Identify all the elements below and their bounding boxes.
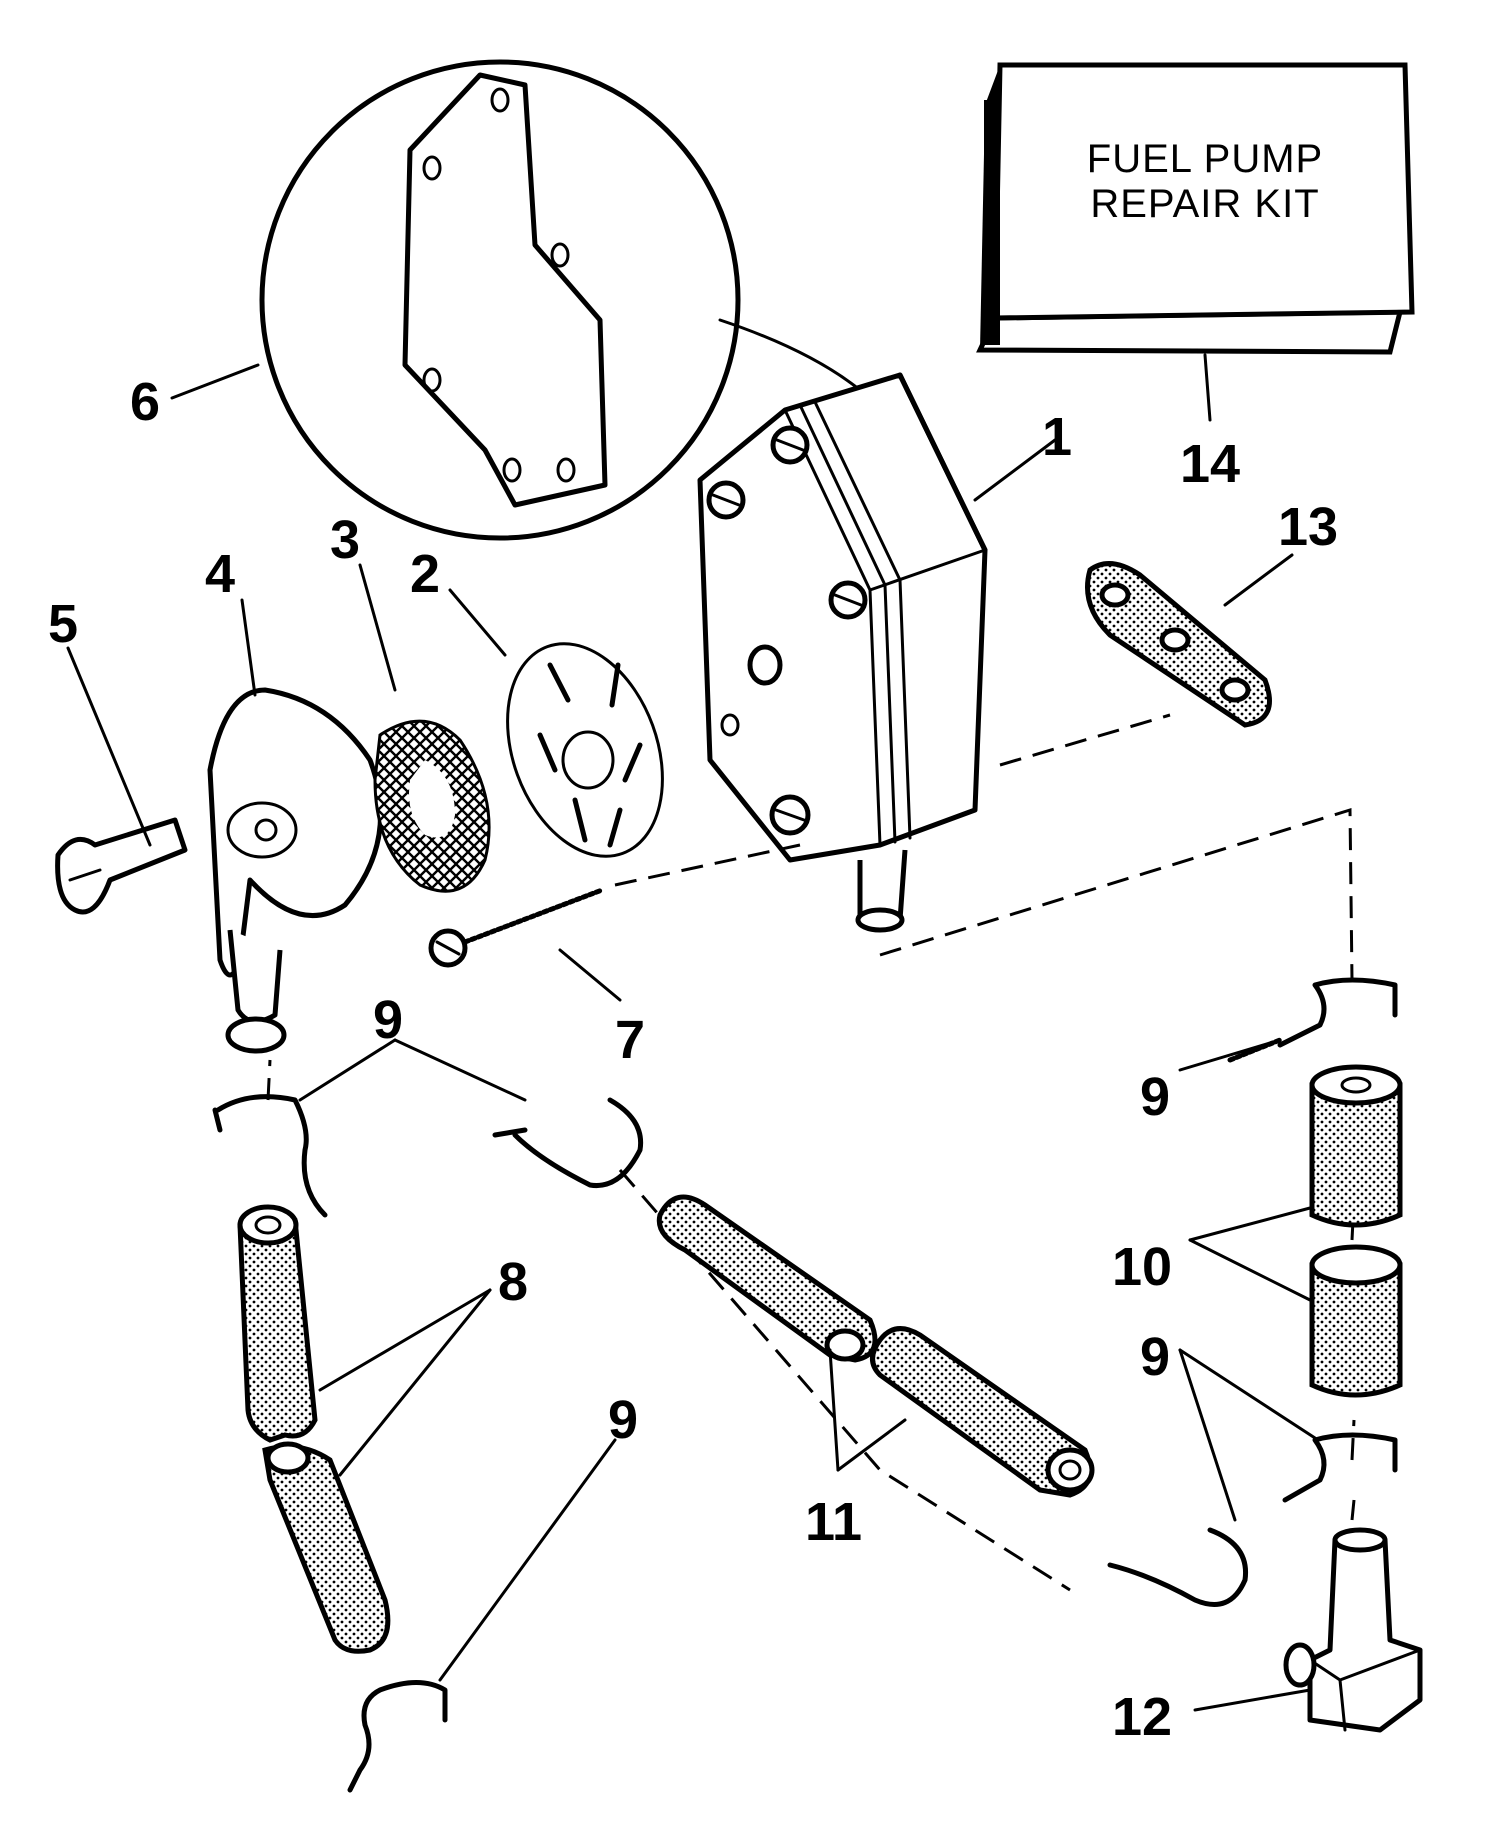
hose-clamp-6 xyxy=(347,1680,448,1793)
fuel-pump-body xyxy=(697,372,988,933)
callout-13: 13 xyxy=(1278,497,1338,557)
repair-kit-box: FUEL PUMP REPAIR KIT xyxy=(976,62,1415,355)
mounting-gasket xyxy=(1085,561,1272,728)
thumb-screw xyxy=(55,817,188,915)
callout-14: 14 xyxy=(1180,434,1240,494)
callout-2: 2 xyxy=(410,544,440,604)
callout-7: 7 xyxy=(615,1010,645,1070)
hose-clamp-4 xyxy=(1282,1432,1398,1503)
callout-9-top: 9 xyxy=(373,990,403,1050)
kit-label-line1: FUEL PUMP xyxy=(1087,137,1323,181)
fuel-hose-middle-upper xyxy=(656,1194,878,1363)
hose-clamp-1 xyxy=(212,1094,328,1218)
callout-labels: 6 1 14 13 3 2 4 5 7 9 9 10 9 8 11 9 12 xyxy=(48,372,1338,1747)
callout-12: 12 xyxy=(1112,1687,1172,1747)
gasket-detail-circle xyxy=(259,59,862,541)
mounting-screw xyxy=(428,887,605,968)
fuel-hose-right-upper xyxy=(1309,1064,1403,1228)
callout-9-right-upper: 9 xyxy=(1140,1067,1170,1127)
fuel-hose-upper-left xyxy=(237,1204,318,1443)
callout-5: 5 xyxy=(48,594,78,654)
filter-cover xyxy=(207,687,384,1054)
callout-8: 8 xyxy=(498,1252,528,1312)
callout-6: 6 xyxy=(130,372,160,432)
kit-label-line2: REPAIR KIT xyxy=(1090,182,1319,226)
fuel-hose-right-lower xyxy=(1309,1244,1403,1398)
callout-1: 1 xyxy=(1042,407,1072,467)
hose-clamp-5 xyxy=(1107,1527,1249,1607)
fuel-hose-middle-lower xyxy=(870,1326,1095,1498)
callout-11: 11 xyxy=(805,1492,862,1552)
callout-10: 10 xyxy=(1112,1237,1172,1297)
callout-9-bottom: 9 xyxy=(608,1390,638,1450)
leader-lines xyxy=(66,353,1317,1712)
callout-4: 4 xyxy=(205,544,235,604)
callout-3: 3 xyxy=(330,510,360,570)
fuel-hose-lower-left xyxy=(262,1441,391,1654)
filter-screen xyxy=(373,719,491,893)
filter-gasket-disc xyxy=(506,642,664,858)
elbow-fitting xyxy=(1283,1527,1423,1733)
callout-9-right-lower: 9 xyxy=(1140,1327,1170,1387)
hose-clamp-2 xyxy=(492,1097,644,1189)
